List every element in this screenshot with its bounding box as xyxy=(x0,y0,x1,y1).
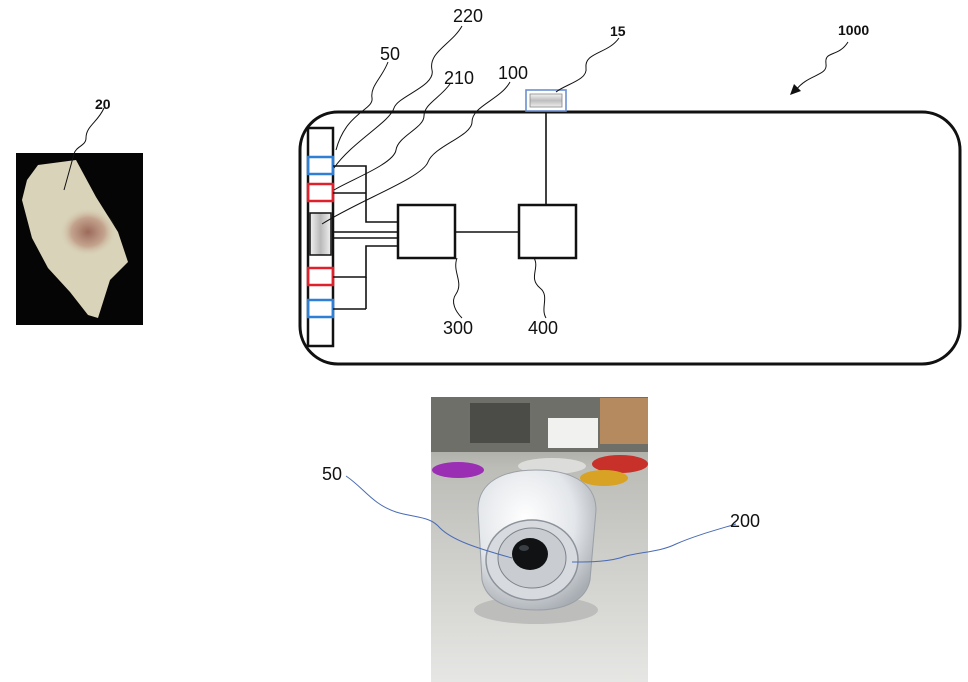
label-20: 20 xyxy=(95,96,111,112)
photo-clutter-tape-red xyxy=(592,455,648,473)
photo-leader-200 xyxy=(571,523,737,563)
label-50-top: 50 xyxy=(380,44,400,64)
device-housing xyxy=(298,110,962,366)
processor-box xyxy=(517,203,578,260)
device-leader-arrow xyxy=(795,41,849,91)
device-photo: 50 200 xyxy=(322,397,760,682)
photo-leader-50 xyxy=(345,475,513,559)
camera-module xyxy=(309,212,332,256)
sample-photo: 20 xyxy=(16,96,143,325)
sample-leader-line xyxy=(63,107,105,191)
photo-clutter-purple xyxy=(432,462,484,478)
window-element-inner xyxy=(529,93,563,108)
photo-clutter-box xyxy=(600,398,648,444)
device-schematic: 220 50 210 100 15 1000 300 400 xyxy=(298,6,962,366)
photo-clutter-paper xyxy=(548,418,598,448)
label-50-photo: 50 xyxy=(322,464,342,484)
label-300: 300 xyxy=(443,318,473,338)
device-lens-highlight xyxy=(519,545,529,551)
label-210: 210 xyxy=(444,68,474,88)
label-200: 200 xyxy=(730,511,760,531)
device-lens xyxy=(512,538,548,570)
label-100: 100 xyxy=(498,63,528,83)
sample-stain xyxy=(60,208,116,256)
schematic-leader-lines xyxy=(321,25,620,319)
arrow-head-icon xyxy=(790,84,801,95)
photo-clutter-tape-yellow xyxy=(580,470,628,486)
label-1000: 1000 xyxy=(838,22,869,38)
label-220: 220 xyxy=(453,6,483,26)
label-400: 400 xyxy=(528,318,558,338)
controller-box xyxy=(396,203,457,260)
photo-clutter-device xyxy=(470,403,530,443)
label-15: 15 xyxy=(610,23,626,39)
led-wiring xyxy=(333,165,398,310)
